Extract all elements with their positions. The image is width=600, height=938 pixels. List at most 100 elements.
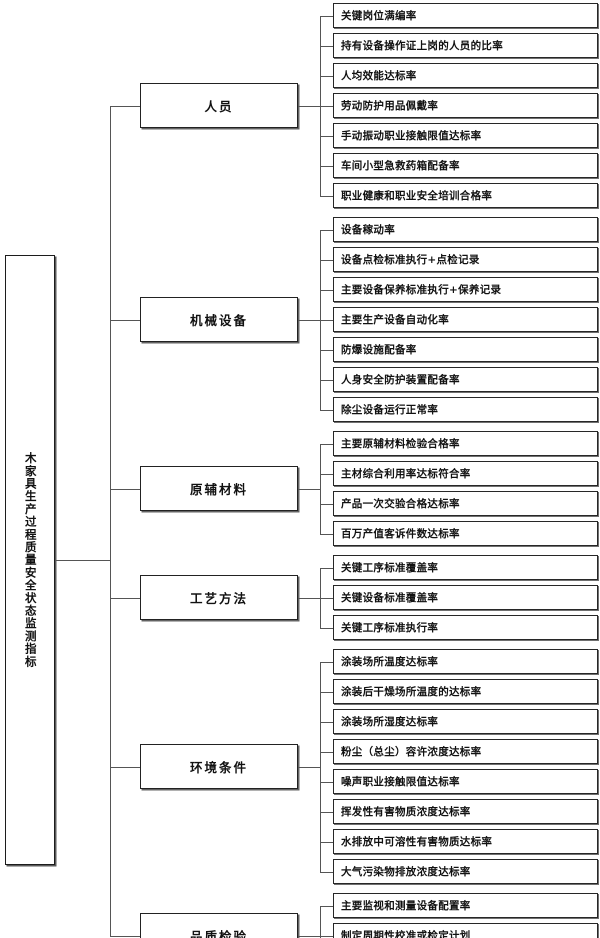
- leaf-node-label: 涂装场所湿度达标率: [341, 716, 439, 728]
- leaf-node-label: 主材综合利用率达标符合率: [341, 468, 471, 480]
- category-in-connector: [110, 598, 140, 599]
- leaf-node-label: 大气污染物排放浓度达标率: [341, 866, 471, 878]
- leaf-node[interactable]: 粉尘（总尘）容许浓度达标率: [333, 739, 598, 764]
- category-out-connector: [298, 936, 320, 937]
- leaf-node-label: 主要原辅材料检验合格率: [341, 438, 460, 450]
- leaf-connector-stub: [320, 752, 333, 753]
- leaf-connector-stub: [320, 598, 333, 599]
- category-in-connector: [110, 767, 140, 768]
- leaf-connector-stub: [320, 46, 333, 47]
- leaf-node[interactable]: 劳动防护用品佩戴率: [333, 93, 598, 118]
- leaf-connector-stub: [320, 628, 333, 629]
- leaf-node-label: 手动振动职业接触限值达标率: [341, 130, 482, 142]
- leaf-node-label: 噪声职业接触限值达标率: [341, 776, 460, 788]
- leaf-node-label: 粉尘（总尘）容许浓度达标率: [341, 746, 482, 758]
- leaf-node[interactable]: 制定周期性校准或检定计划: [333, 923, 598, 938]
- category-node[interactable]: 人员: [140, 83, 298, 128]
- category-node[interactable]: 环境条件: [140, 744, 298, 789]
- leaf-group-riser: [320, 230, 321, 411]
- category-node-label: 品质检验: [189, 929, 248, 938]
- leaf-node-label: 人均效能达标率: [341, 70, 417, 82]
- leaf-connector-stub: [320, 76, 333, 77]
- leaf-node[interactable]: 车间小型急救药箱配备率: [333, 153, 598, 178]
- leaf-node[interactable]: 关键工序标准执行率: [333, 615, 598, 640]
- leaf-node[interactable]: 主要监视和测量设备配置率: [333, 893, 598, 918]
- leaf-connector-stub: [320, 568, 333, 569]
- leaf-node[interactable]: 主材综合利用率达标符合率: [333, 461, 598, 486]
- leaf-node[interactable]: 除尘设备运行正常率: [333, 397, 598, 422]
- leaf-node-label: 车间小型急救药箱配备率: [341, 160, 460, 172]
- leaf-group-riser: [320, 568, 321, 629]
- leaf-node-label: 涂装场所温度达标率: [341, 656, 439, 668]
- category-node[interactable]: 原辅材料: [140, 466, 298, 511]
- leaf-node[interactable]: 设备点检标准执行+点检记录: [333, 247, 598, 272]
- category-node-label: 人员: [204, 99, 234, 114]
- leaf-connector-stub: [320, 504, 333, 505]
- category-out-connector: [298, 598, 320, 599]
- leaf-connector-stub: [320, 16, 333, 17]
- leaf-connector-stub: [320, 534, 333, 535]
- leaf-node[interactable]: 人均效能达标率: [333, 63, 598, 88]
- leaf-connector-stub: [320, 196, 333, 197]
- leaf-group-riser: [320, 906, 321, 938]
- leaf-node-label: 关键工序标准覆盖率: [341, 562, 439, 574]
- category-node-label: 原辅材料: [189, 482, 248, 497]
- leaf-connector-stub: [320, 872, 333, 873]
- leaf-group-riser: [320, 662, 321, 873]
- leaf-node[interactable]: 防爆设施配备率: [333, 337, 598, 362]
- leaf-node-label: 产品一次交验合格达标率: [341, 498, 460, 510]
- leaf-node[interactable]: 关键岗位满编率: [333, 3, 598, 28]
- leaf-node[interactable]: 水排放中可溶性有害物质达标率: [333, 829, 598, 854]
- leaf-node[interactable]: 涂装场所温度达标率: [333, 649, 598, 674]
- leaf-connector-stub: [320, 136, 333, 137]
- leaf-node-label: 设备点检标准执行+点检记录: [341, 254, 480, 266]
- leaf-node[interactable]: 涂装场所湿度达标率: [333, 709, 598, 734]
- category-node-label: 环境条件: [189, 760, 248, 775]
- leaf-node-label: 关键岗位满编率: [341, 10, 417, 22]
- category-node[interactable]: 品质检验: [140, 913, 298, 938]
- leaf-node[interactable]: 百万产值客诉件数达标率: [333, 521, 598, 546]
- leaf-node[interactable]: 关键工序标准覆盖率: [333, 555, 598, 580]
- leaf-node[interactable]: 手动振动职业接触限值达标率: [333, 123, 598, 148]
- leaf-node[interactable]: 人身安全防护装置配备率: [333, 367, 598, 392]
- leaf-node-label: 人身安全防护装置配备率: [341, 374, 460, 386]
- leaf-group-riser: [320, 444, 321, 535]
- main-trunk: [110, 106, 111, 937]
- leaf-connector-stub: [320, 474, 333, 475]
- leaf-connector-stub: [320, 444, 333, 445]
- leaf-connector-stub: [320, 106, 333, 107]
- leaf-node[interactable]: 大气污染物排放浓度达标率: [333, 859, 598, 884]
- root-node-label: 木家具生产过程质量安全状态监测指标: [23, 452, 38, 668]
- leaf-node[interactable]: 主要生产设备自动化率: [333, 307, 598, 332]
- leaf-connector-stub: [320, 230, 333, 231]
- leaf-node[interactable]: 职业健康和职业安全培训合格率: [333, 183, 598, 208]
- leaf-node-label: 设备稼动率: [341, 224, 395, 236]
- category-node[interactable]: 工艺方法: [140, 575, 298, 620]
- leaf-connector-stub: [320, 320, 333, 321]
- leaf-node[interactable]: 涂装后干燥场所温度的达标率: [333, 679, 598, 704]
- leaf-node-label: 持有设备操作证上岗的人员的比率: [341, 40, 503, 52]
- leaf-node[interactable]: 关键设备标准覆盖率: [333, 585, 598, 610]
- root-connector: [55, 560, 110, 561]
- category-in-connector: [110, 489, 140, 490]
- leaf-node[interactable]: 挥发性有害物质浓度达标率: [333, 799, 598, 824]
- leaf-connector-stub: [320, 782, 333, 783]
- leaf-node-label: 挥发性有害物质浓度达标率: [341, 806, 471, 818]
- leaf-node-label: 百万产值客诉件数达标率: [341, 528, 460, 540]
- leaf-node[interactable]: 产品一次交验合格达标率: [333, 491, 598, 516]
- leaf-connector-stub: [320, 812, 333, 813]
- leaf-connector-stub: [320, 380, 333, 381]
- leaf-connector-stub: [320, 906, 333, 907]
- leaf-group-riser: [320, 16, 321, 197]
- category-node[interactable]: 机械设备: [140, 297, 298, 342]
- leaf-node-label: 水排放中可溶性有害物质达标率: [341, 836, 493, 848]
- leaf-node[interactable]: 设备稼动率: [333, 217, 598, 242]
- leaf-node[interactable]: 持有设备操作证上岗的人员的比率: [333, 33, 598, 58]
- leaf-node[interactable]: 噪声职业接触限值达标率: [333, 769, 598, 794]
- category-out-connector: [298, 767, 320, 768]
- category-node-label: 机械设备: [189, 313, 248, 328]
- root-node[interactable]: 木家具生产过程质量安全状态监测指标: [5, 255, 55, 865]
- leaf-node[interactable]: 主要原辅材料检验合格率: [333, 431, 598, 456]
- leaf-node[interactable]: 主要设备保养标准执行+保养记录: [333, 277, 598, 302]
